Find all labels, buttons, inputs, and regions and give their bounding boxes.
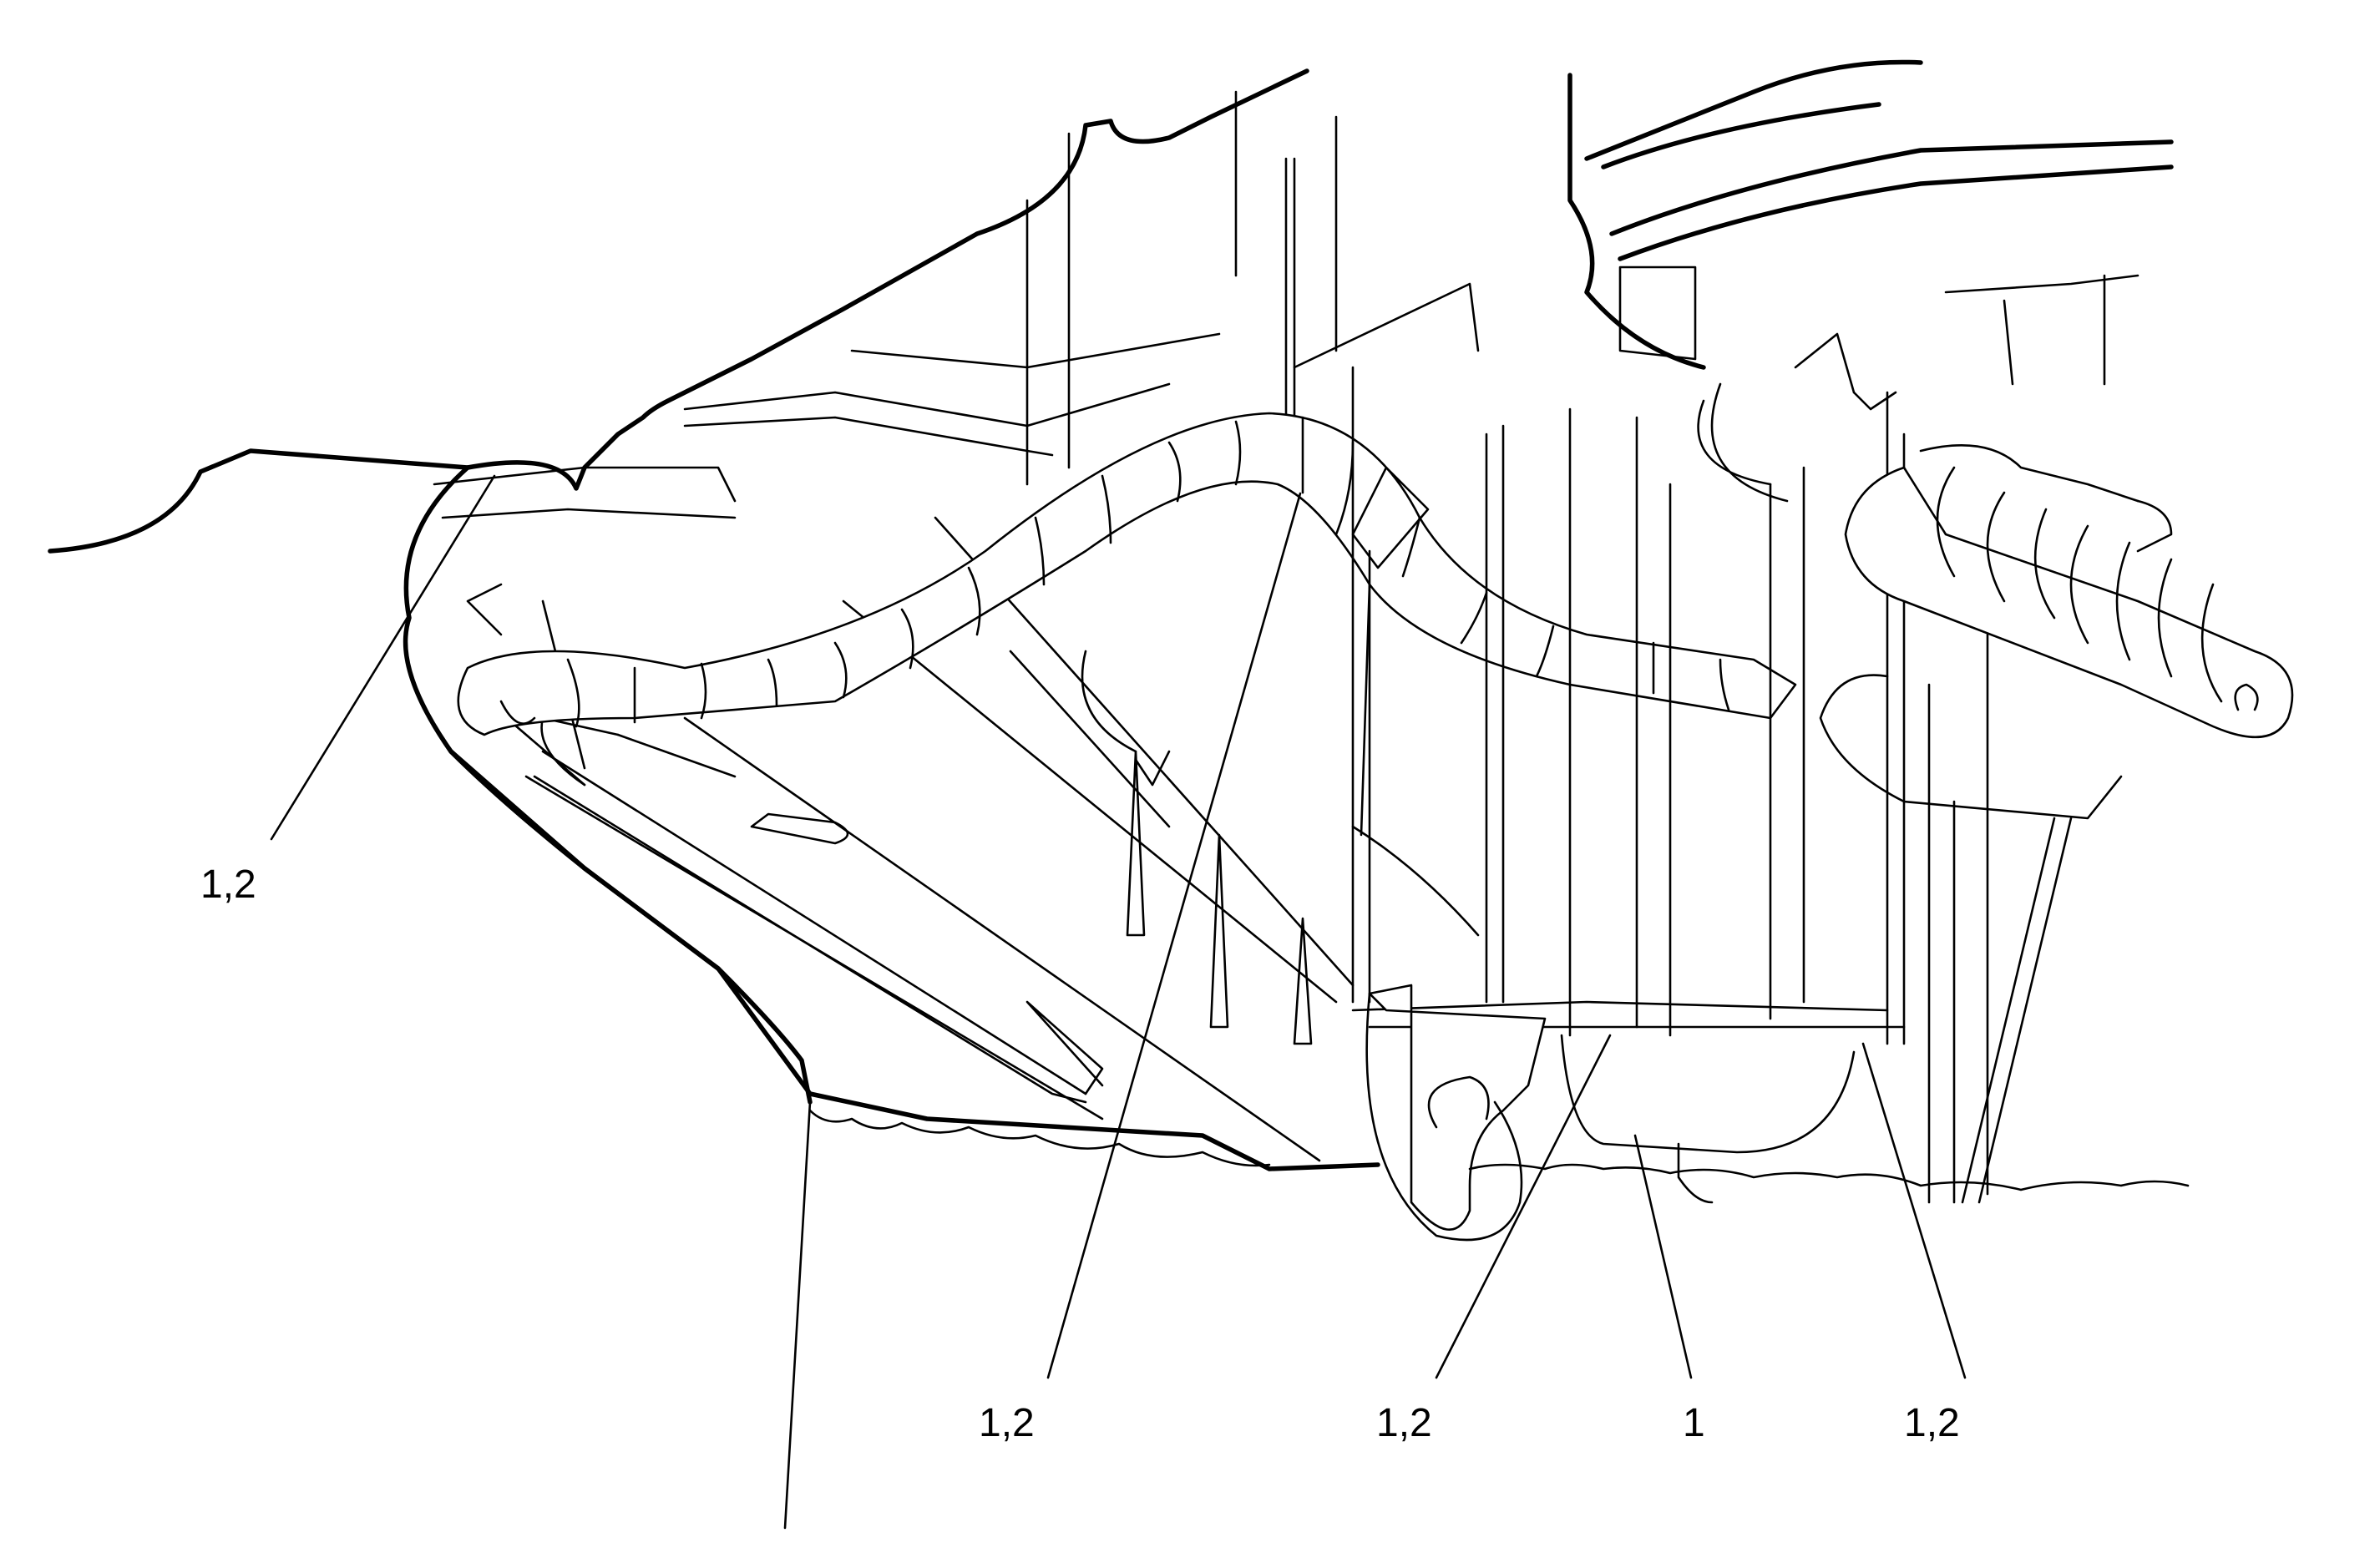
leader-harness-center [1046, 492, 1302, 1379]
upper-dash-panel [48, 68, 1480, 554]
leader-module-bottom-right [1861, 1042, 1967, 1379]
callout-module-bottom-left: 1,2 [1376, 1401, 1432, 1445]
cut-lines [808, 1109, 2190, 1191]
leader-module-bottom-left [1435, 1034, 1612, 1379]
lower-left-body [403, 465, 813, 1530]
duct-ribs [1126, 750, 1313, 1045]
callout-leaders [270, 474, 1967, 1379]
wiring-harness [457, 412, 1797, 736]
blower-module [1351, 366, 1989, 1204]
leader-module-bottom-center [1633, 1134, 1693, 1379]
callout-module-bottom-right: 1,2 [1904, 1401, 1960, 1445]
leader-left [270, 474, 496, 841]
callout-left: 1,2 [200, 862, 256, 907]
upper-right-outlet [1567, 59, 2174, 503]
callout-harness-center: 1,2 [979, 1401, 1035, 1445]
right-hose [1819, 444, 2294, 1204]
callout-module-bottom-center: 1 [1683, 1401, 1705, 1445]
callout-labels: 1,2 1,2 1,2 1 1,2 [200, 862, 1960, 1445]
bottom-bracket [1365, 984, 1547, 1242]
